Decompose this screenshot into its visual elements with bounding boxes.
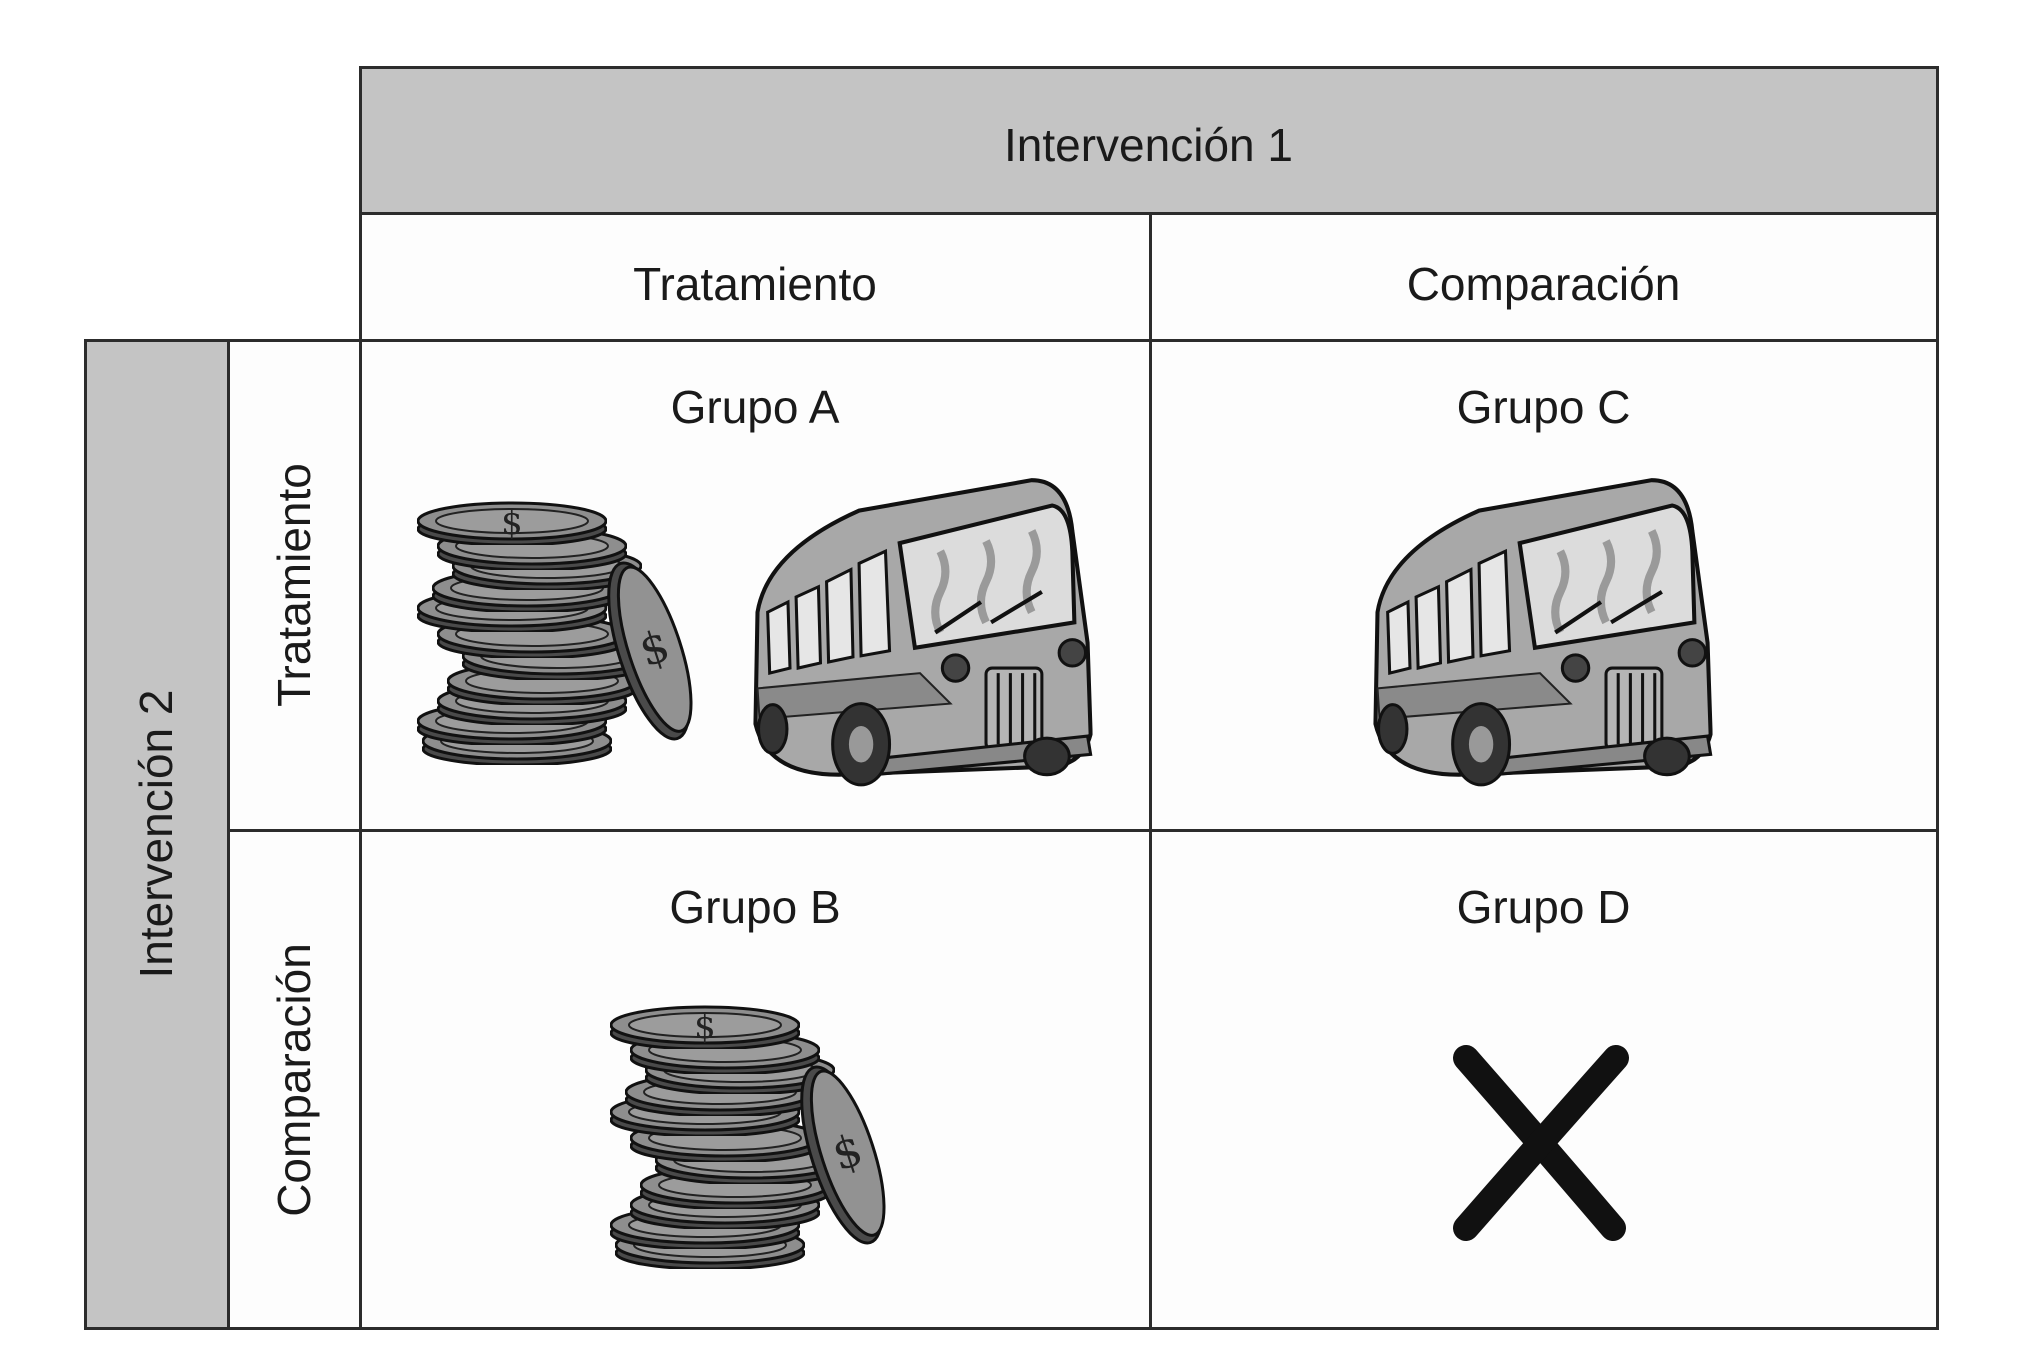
grid-line [228,829,1939,832]
row-header-tratamiento [228,340,360,830]
grid-line [85,1327,1939,1330]
grid-line [1149,212,1152,1330]
grid-line [84,339,87,1330]
grid-line [359,66,362,1330]
grid-line [1936,66,1939,1330]
grid-line [360,66,1939,69]
intervention-2-title: Intervención 2 [130,689,182,979]
coins-icon [412,496,702,776]
group-c-label: Grupo C [1456,381,1631,433]
group-a-label: Grupo A [670,381,840,433]
x-icon [1453,1045,1629,1241]
intervention-2-header [85,340,228,1329]
group-d-label: Grupo D [1456,881,1631,933]
coins-icon [605,1000,895,1280]
column-header-comparacion [1150,213,1937,340]
group-b-label: Grupo B [669,881,841,933]
grid-line [227,339,230,1330]
grid-line [85,339,1939,342]
intervention-1-title: Intervención 1 [1004,119,1293,171]
intervention-1-header [360,67,1937,213]
row-label-tratamiento: Tratamiento [268,463,320,707]
column-header-tratamiento [360,213,1150,340]
bus-icon [745,470,1095,795]
cell-group-d [1150,830,1937,1329]
column-label-tratamiento: Tratamiento [633,258,877,310]
bus-icon [1365,470,1715,795]
row-label-comparacion: Comparación [268,943,320,1217]
row-header-comparacion [228,830,360,1329]
column-label-comparacion: Comparación [1406,258,1681,310]
